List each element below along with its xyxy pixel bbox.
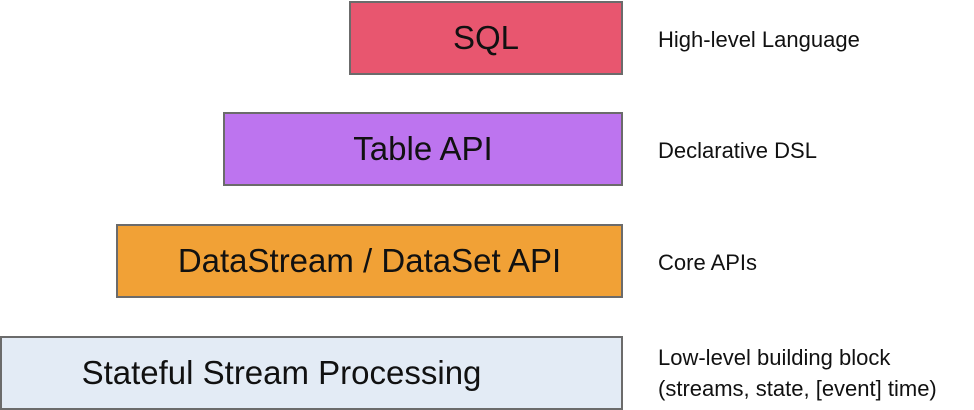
layer-sql: SQL <box>349 1 623 75</box>
layer-datastream-api: DataStream / DataSet API <box>116 224 623 298</box>
layer-stateful-stream-processing-description: Low-level building block (streams, state… <box>658 342 937 404</box>
layer-table-api-description: Declarative DSL <box>658 135 817 166</box>
layer-table-api: Table API <box>223 112 623 186</box>
layer-sql-description: High-level Language <box>658 24 860 55</box>
layer-sql-label: SQL <box>452 19 520 56</box>
layer-table-api-label: Table API <box>353 130 493 167</box>
layer-sql-description-line: High-level Language <box>658 27 860 52</box>
layer-datastream-api-description: Core APIs <box>658 247 757 278</box>
layer-stateful-stream-processing-label: Stateful Stream Processing <box>81 354 482 391</box>
layer-stateful-description-line-1: Low-level building block <box>658 345 891 370</box>
layer-datastream-api-label: DataStream / DataSet API <box>177 242 562 279</box>
layer-stateful-description-line-2: (streams, state, [event] time) <box>658 376 937 401</box>
layer-datastream-api-description-line: Core APIs <box>658 250 758 275</box>
layer-stateful-stream-processing: Stateful Stream Processing <box>0 336 623 410</box>
layer-table-api-description-line: Declarative DSL <box>658 138 817 163</box>
